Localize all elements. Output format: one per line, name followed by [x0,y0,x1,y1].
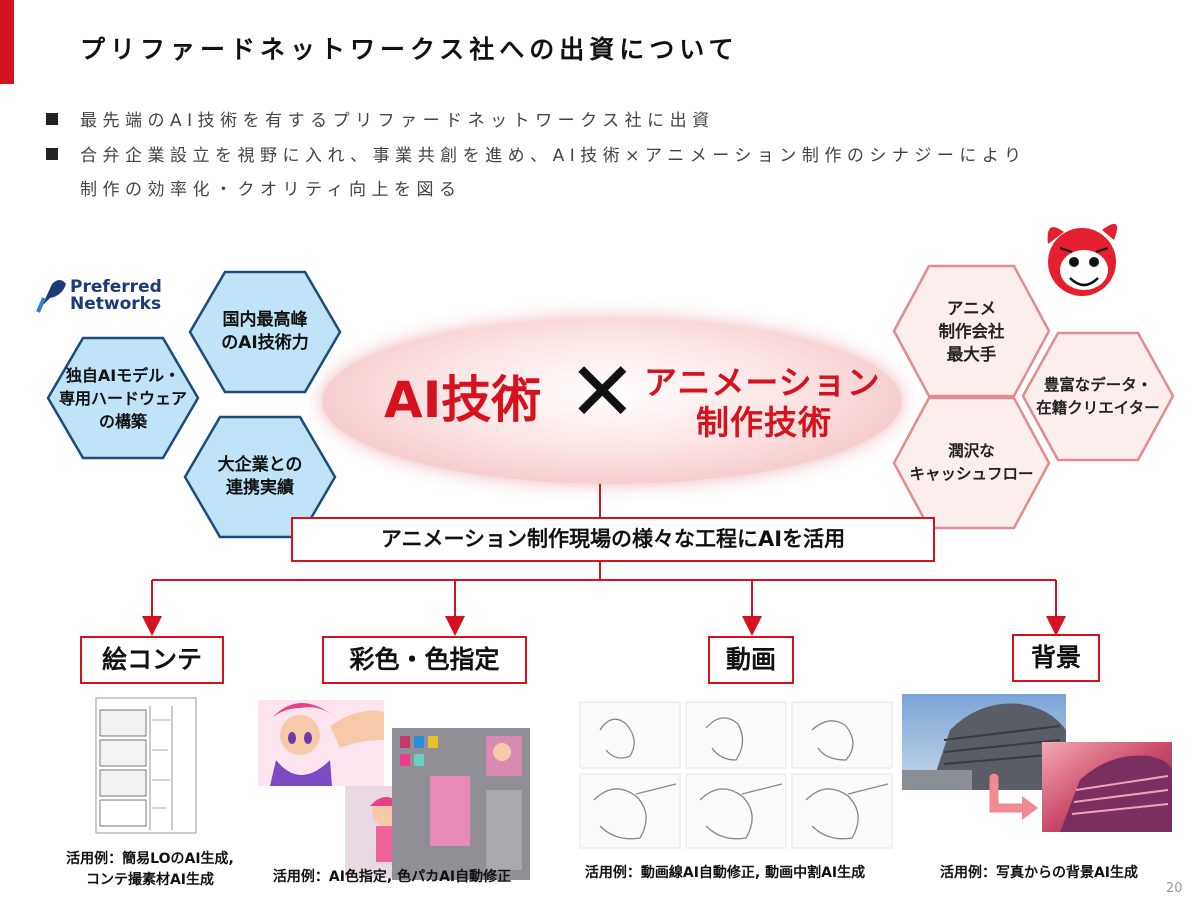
center-synergy-ellipse [322,318,902,484]
caption-line: 活用例：写真からの背景AI生成 [939,865,1139,881]
hex-label-line: 在籍クリエイター [1036,399,1160,417]
caption-line: 活用例：AI色指定, 色パカAI自動修正 [272,869,512,885]
bullet-text: 最先端のAI技術を有するプリファードネットワークス社に出資 [80,111,715,131]
pfn-hex-left [46,336,200,460]
hex-label-line: のAI技術力 [221,333,309,353]
times-icon: ✕ [568,345,637,440]
ai-utilization-box: アニメーション制作現場の様々な工程にAIを活用 [291,517,935,562]
pfn-logo: Preferred Networks [34,276,184,316]
hex-label-line: 大企業との [217,455,303,475]
background-caption: 活用例：写真からの背景AI生成 [914,863,1164,884]
hex-label-line: 制作会社 [938,322,1005,341]
hex-label-line: 独自AIモデル・ [65,366,181,385]
pfn-strength-model: 独自AIモデル・ 専用ハードウェア の構築 [48,364,198,433]
caption-line: 活用例：動画線AI自動修正, 動画中割AI生成 [584,865,866,881]
bullet-text: 合弁企業設立を視野に入れ、事業共創を進め、AI技術×アニメーション制作のシナジー… [80,146,1027,166]
animation-tech-label-line1: アニメーション [644,363,881,402]
hex-label-line: 専用ハードウェア [58,389,187,408]
page-number: 20 [1166,881,1183,896]
process-background: 背景 [1012,634,1100,682]
toei-hex-top [892,264,1051,398]
inbetween-caption: 活用例：動画線AI自動修正, 動画中割AI生成 [552,863,898,884]
hex-label-line: 潤沢な [948,442,995,460]
bullet-item: 最先端のAI技術を有するプリファードネットワークス社に出資 [46,106,715,131]
pfn-logo-line1: Preferred [70,277,162,297]
pfn-hex-bottom [183,415,337,539]
background-art-image [902,694,1172,832]
toei-strength-largest: アニメ 制作会社 最大手 [894,297,1049,366]
coloring-image [258,700,530,880]
storyboard-caption: 活用例：簡易LOのAI生成, コンテ撮素材AI生成 [30,849,270,891]
caption-line: 活用例：簡易LOのAI生成, [66,851,234,867]
toei-strength-data: 豊富なデータ・ 在籍クリエイター [1023,374,1173,420]
toei-mascot-logo [1047,223,1118,296]
accent-bar [0,0,14,84]
process-coloring: 彩色・色指定 [322,636,527,684]
pfn-strength-tech: 国内最高峰 のAI技術力 [190,309,340,355]
hex-label-line: キャッシュフロー [909,465,1034,483]
hex-label-line: アニメ [946,299,997,318]
process-storyboard: 絵コンテ [80,636,224,684]
caption-line: コンテ撮素材AI生成 [85,872,215,888]
process-inbetween: 動画 [708,636,794,684]
bullet-continuation: 制作の効率化・クオリティ向上を図る [80,180,462,200]
pfn-logo-line2: Networks [70,294,162,314]
bullet-item: 合弁企業設立を視野に入れ、事業共創を進め、AI技術×アニメーション制作のシナジー… [46,141,1027,166]
hex-label-line: 豊富なデータ・ [1043,376,1153,394]
coloring-caption: 活用例：AI色指定, 色パカAI自動修正 [244,867,540,888]
pfn-hex-top [188,270,342,394]
ai-technology-label: AI技術 [384,371,542,429]
hex-label-line: の構築 [98,412,147,431]
toei-strength-cashflow: 潤沢な キャッシュフロー [894,440,1049,486]
hex-label-line: 連携実績 [226,478,294,498]
storyboard-image [95,697,197,834]
animation-tech-label-line2: 制作技術 [696,403,832,442]
inbetween-animation-image [579,701,893,849]
hex-label-line: 最大手 [946,345,997,364]
pfn-strength-partners: 大企業との 連携実績 [185,454,335,500]
hex-label-line: 国内最高峰 [222,310,308,330]
toei-hex-right [1021,331,1175,462]
page-title: プリファードネットワークス社への出資について [80,35,739,64]
bullet-square-icon [46,113,58,125]
pfn-logo-mark [36,280,66,313]
bullet-square-icon [46,148,58,160]
